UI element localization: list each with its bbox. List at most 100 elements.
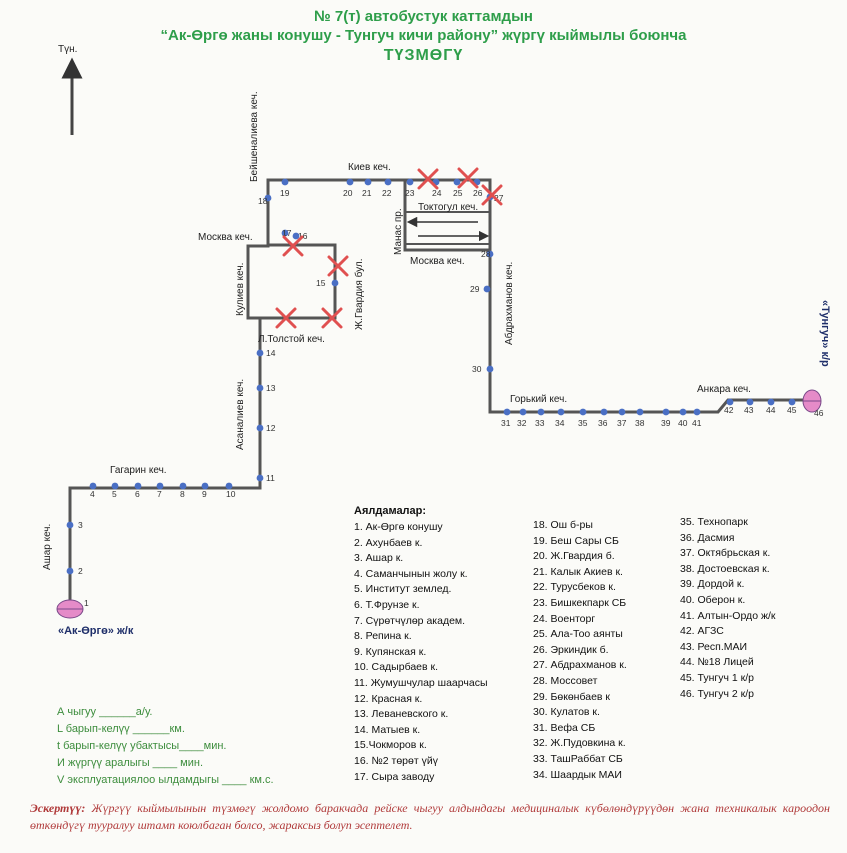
street-gagarin: Гагарин кеч. — [110, 465, 167, 476]
stop-number: 7 — [157, 489, 162, 499]
title-line-2: “Ак-Өргө жаны конушу - Тунгуч кичи район… — [160, 27, 687, 44]
stop-number: 21 — [362, 188, 372, 198]
stop-marker — [156, 482, 164, 490]
legend-item: 23. Бишкекпарк СБ — [533, 596, 627, 609]
stop-number: 35 — [578, 418, 588, 428]
stop-marker — [519, 408, 527, 416]
stop-marker — [618, 408, 626, 416]
street-moskva-right: Москва кеч. — [410, 256, 465, 267]
fill-in-line: V эксплуатациялоо ылдамдыгы ____ км.с. — [57, 774, 274, 786]
stop-number: 36 — [598, 418, 608, 428]
stop-number: 9 — [202, 489, 207, 499]
legend-item: 17. Сыра заводу — [354, 770, 435, 783]
stop-number: 23 — [405, 188, 415, 198]
legend-item: 6. Т.Фрунзе к. — [354, 598, 420, 611]
stop-marker — [483, 285, 491, 293]
stop-marker — [557, 408, 565, 416]
legend-title: Аялдамалар: — [354, 505, 427, 517]
closed-stop-cross-icon — [327, 255, 349, 277]
terminal-start-label: «Ак-Өргө» ж/к — [58, 625, 134, 637]
stop-marker — [225, 482, 233, 490]
street-ashar: Ашар кеч. — [42, 524, 53, 570]
stop-marker — [693, 408, 701, 416]
closed-stop-cross-icon — [457, 167, 479, 189]
legend-item: 35. Технопарк — [680, 516, 748, 528]
legend-item: 24. Военторг — [533, 612, 596, 625]
street-kiev: Киев кеч. — [348, 162, 391, 173]
stop-number: 32 — [517, 418, 527, 428]
stop-number: 34 — [555, 418, 565, 428]
stop-number: 10 — [226, 489, 236, 499]
stop-marker — [66, 567, 74, 575]
legend-item: 12. Красная к. — [354, 692, 423, 705]
stop-marker — [111, 482, 119, 490]
stop-marker — [503, 408, 511, 416]
stop-marker — [636, 408, 644, 416]
legend-item: 44. №18 Лицей — [680, 656, 754, 669]
stop-number: 8 — [180, 489, 185, 499]
stop-number: 27 — [494, 193, 504, 203]
warning-note: Эскертүү: Жүргүү кыймылынын түзмөгү жолд… — [30, 800, 830, 834]
stop-number: 22 — [382, 188, 392, 198]
stop-marker — [486, 250, 494, 258]
legend-item: 18. Ош б-ры — [533, 519, 593, 531]
legend-item: 10. Садырбаев к. — [354, 661, 439, 674]
legend-item: 7. Сүрөтчүлөр академ. — [354, 614, 466, 627]
stop-marker — [726, 398, 734, 406]
legend-item: 27. Абдрахманов к. — [533, 659, 627, 672]
legend-item: 41. Алтын-Ордо ж/к — [680, 609, 776, 622]
legend-item: 36. Дасмия — [680, 531, 735, 544]
legend-item: 37. Октябрьская к. — [680, 547, 771, 560]
stop-number: 17 — [282, 228, 292, 238]
legend-item: 38. Достоевская к. — [680, 562, 770, 575]
stop-marker — [746, 398, 754, 406]
stop-number: 44 — [766, 405, 776, 415]
stop-marker — [66, 521, 74, 529]
stop-marker — [788, 398, 796, 406]
legend-item: 19. Беш Сары СБ — [533, 534, 619, 547]
stop-marker — [281, 178, 289, 186]
stop-number: 26 — [473, 188, 483, 198]
fill-in-line: А чыгуу ______а/у. — [57, 706, 153, 718]
stop-number: 46 — [814, 408, 824, 418]
legend-item: 42. АГЗС — [680, 625, 724, 638]
stop-number: 2 — [78, 566, 83, 576]
stop-number: 6 — [135, 489, 140, 499]
stop-marker — [256, 474, 264, 482]
closed-stops-layer — [275, 167, 503, 329]
street-kuliev: Кулиев кеч. — [235, 263, 246, 316]
closed-stop-cross-icon — [417, 168, 439, 190]
stop-marker — [579, 408, 587, 416]
stop-marker — [364, 178, 372, 186]
legend-item: 25. Ала-Тоо аянты — [533, 628, 623, 641]
legend-item: 40. Оберон к. — [680, 593, 746, 606]
street-abdrakhmanov: Абдрахманов кеч. — [503, 262, 515, 345]
stop-number: 15 — [316, 278, 326, 288]
legend-item: 22. Турусбеков к. — [533, 581, 616, 594]
stop-marker — [134, 482, 142, 490]
stop-marker — [662, 408, 670, 416]
legend-item: 28. Моссовет — [533, 674, 598, 687]
stop-number: 39 — [661, 418, 671, 428]
stop-marker — [292, 232, 300, 240]
terminal-end-label: «Тунгуч» к/р — [819, 300, 831, 367]
legend-item: 43. Респ.МАИ — [680, 640, 748, 653]
stop-marker — [256, 424, 264, 432]
street-manas: Манас пр. — [393, 208, 404, 255]
closed-stop-cross-icon — [481, 184, 503, 206]
stop-number: 19 — [280, 188, 290, 198]
fill-in-line: L барып-келүү ______км. — [57, 723, 185, 735]
stop-number: 25 — [453, 188, 463, 198]
legend-item: 1. Ак-Өргө конушу — [354, 521, 443, 533]
stop-marker — [679, 408, 687, 416]
street-gvardiya: Ж.Гвардия бул. — [353, 259, 365, 330]
legend-item: 8. Репина к. — [354, 630, 412, 643]
stop-marker — [256, 349, 264, 357]
closed-stop-cross-icon — [282, 235, 304, 257]
stop-number: 31 — [501, 418, 511, 428]
legend-item: 4. Саманчынын жолу к. — [354, 567, 468, 580]
street-tolstoy: Л.Толстой кеч. — [258, 334, 325, 345]
